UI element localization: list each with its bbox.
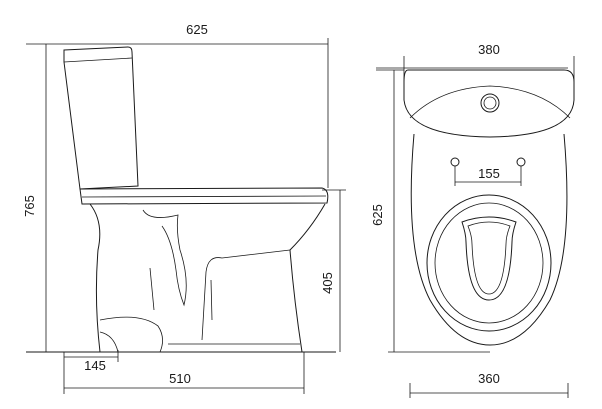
top-view: 380 625 155 360 bbox=[370, 42, 575, 398]
top-flush-button-outer bbox=[480, 93, 500, 113]
top-flush-button-inner bbox=[483, 96, 497, 110]
side-seat-height-label: 405 bbox=[320, 272, 335, 294]
top-bolt-hole-left bbox=[450, 157, 460, 167]
top-bolt-spacing-label: 155 bbox=[478, 166, 500, 181]
side-tank-lid-line bbox=[63, 57, 133, 63]
top-tank bbox=[403, 69, 575, 138]
side-trapway bbox=[142, 209, 187, 307]
top-bowl-outer bbox=[410, 133, 568, 346]
side-view: 625 765 405 510 145 bbox=[22, 22, 346, 394]
side-total-length-label: 625 bbox=[186, 22, 208, 37]
top-seat-ring-inner bbox=[434, 202, 544, 324]
side-bowl-body bbox=[89, 203, 326, 353]
side-total-height-label: 765 bbox=[22, 195, 37, 217]
top-tank-width-label: 380 bbox=[478, 42, 500, 57]
top-tank-inner-curve bbox=[409, 85, 571, 119]
top-bolt-hole-right bbox=[516, 157, 526, 167]
side-trap-outlet bbox=[149, 249, 291, 341]
top-water-opening bbox=[461, 216, 517, 301]
top-total-length-label: 625 bbox=[370, 204, 385, 226]
top-bowl-width-label: 360 bbox=[478, 371, 500, 386]
side-tank bbox=[63, 46, 139, 190]
side-outlet-offset-label: 145 bbox=[84, 358, 106, 373]
top-water-inner bbox=[467, 221, 511, 295]
side-base-length-label: 510 bbox=[169, 371, 191, 386]
side-seat bbox=[79, 187, 329, 205]
side-floor-outlet bbox=[99, 316, 163, 353]
side-seat-inner-line bbox=[81, 195, 327, 198]
top-seat-ring-outer bbox=[426, 194, 552, 332]
